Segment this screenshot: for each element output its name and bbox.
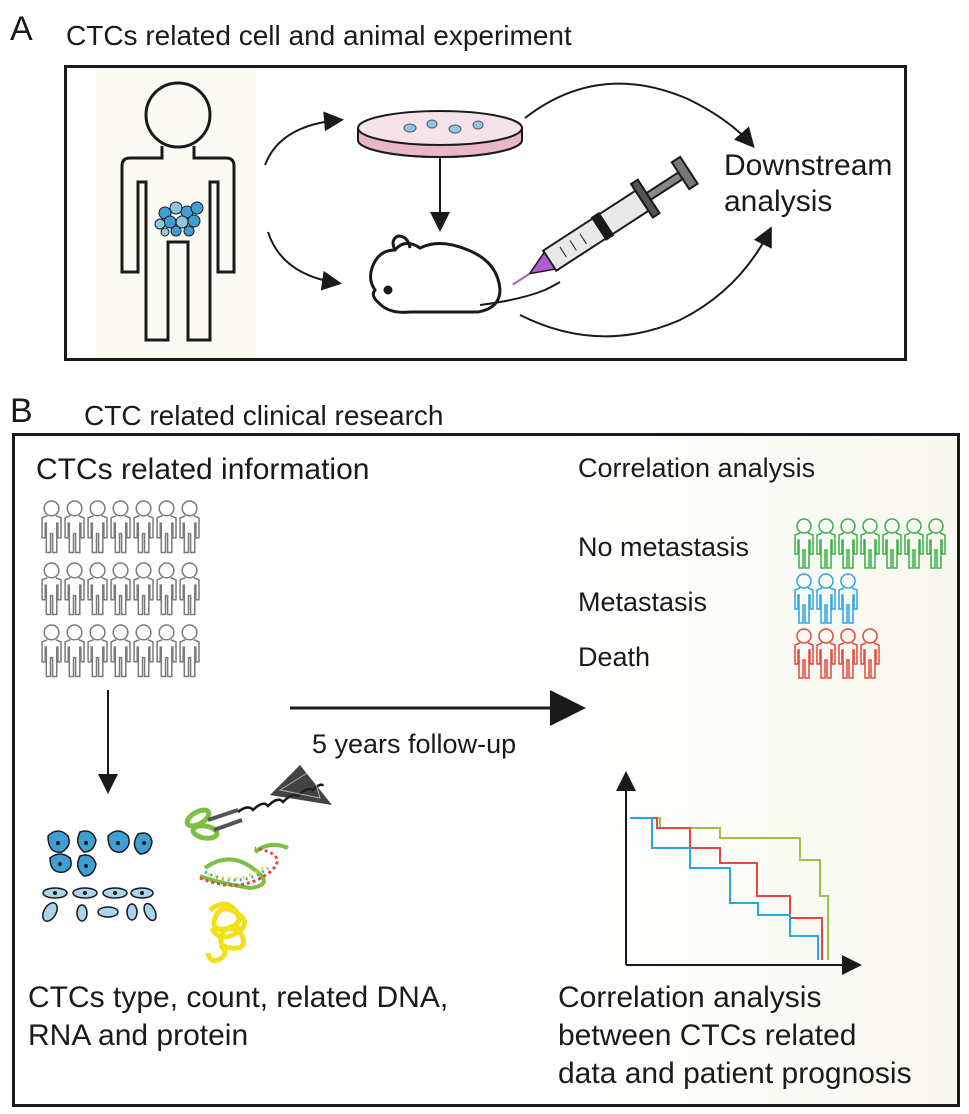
mouse-icon [369, 234, 561, 314]
person-icon [41, 500, 62, 554]
person-icon [838, 628, 858, 679]
person-icon [110, 624, 131, 678]
syringe-icon [512, 155, 699, 286]
person-icon [838, 573, 858, 624]
person-icon [133, 500, 154, 554]
ctc-cells-icon [42, 830, 157, 922]
human-figure-icon [120, 81, 236, 342]
person-icon [41, 562, 62, 616]
person-icon [87, 624, 108, 678]
correlation-heading: Correlation analysis [578, 453, 816, 483]
survival-curve-red [630, 817, 823, 960]
arrow-mouse-to-downstream [519, 226, 772, 338]
person-icon [816, 518, 836, 569]
person-icon [816, 628, 836, 679]
arrow-dish-to-downstream [524, 82, 755, 149]
person-icon [156, 500, 177, 554]
downstream-label-line2: analysis [724, 185, 833, 218]
group-label-metastasis: Metastasis [578, 587, 708, 617]
person-icon [816, 573, 836, 624]
person-icon [110, 500, 131, 554]
rna-helix-icon [199, 842, 289, 891]
right-caption-line3: data and patient prognosis [558, 1057, 912, 1090]
person-icon [64, 624, 85, 678]
panel-b-letter: B [10, 392, 33, 430]
scissors-icon [184, 807, 243, 841]
protein-icon [205, 901, 247, 963]
panel-a-frame [64, 65, 907, 361]
right-caption-line1: Correlation analysis [558, 981, 822, 1014]
group-label-death: Death [578, 642, 651, 672]
person-icon [64, 562, 85, 616]
person-icon [110, 562, 131, 616]
no-metastasis-people-icon [794, 518, 946, 569]
person-icon [156, 562, 177, 616]
person-icon [794, 573, 814, 624]
group-label-no-metastasis: No metastasis [578, 532, 750, 562]
person-icon [838, 518, 858, 569]
survival-curve-green [630, 817, 829, 960]
person-icon [904, 518, 924, 569]
downstream-label-line1: Downstream [724, 149, 893, 182]
person-icon [87, 500, 108, 554]
person-icon [64, 500, 85, 554]
person-icon [794, 518, 814, 569]
panel-b-title: CTC related clinical research [84, 400, 444, 431]
person-icon [133, 562, 154, 616]
left-caption-line2: RNA and protein [28, 1019, 249, 1052]
left-caption-line1: CTCs type, count, related DNA, [28, 981, 449, 1014]
person-icon [860, 628, 880, 679]
tumor-cells-icon [154, 201, 204, 237]
person-icon [133, 624, 154, 678]
panel-a-title: CTCs related cell and animal experiment [66, 20, 572, 51]
patient-group-icon [41, 500, 200, 678]
ctc-info-heading: CTCs related information [36, 453, 370, 486]
person-icon [41, 624, 62, 678]
person-icon [179, 624, 200, 678]
person-icon [794, 628, 814, 679]
right-caption-line2: between CTCs related [558, 1019, 857, 1052]
followup-label: 5 years follow-up [312, 729, 517, 759]
panel-b-frame [12, 433, 960, 1107]
metastasis-people-icon [794, 573, 858, 624]
person-icon [179, 500, 200, 554]
panel-a-letter: A [10, 10, 33, 48]
dna-coil-icon [237, 765, 332, 813]
panel-b-tint [560, 436, 957, 1104]
arrow-human-to-mouse [267, 231, 342, 291]
survival-curve-blue [630, 817, 819, 960]
survival-chart [616, 771, 862, 975]
arrow-human-to-dish [264, 111, 344, 166]
person-icon [87, 562, 108, 616]
person-icon [156, 624, 177, 678]
person-icon [860, 518, 880, 569]
person-icon [882, 518, 902, 569]
petri-dish-icon [357, 110, 523, 158]
death-people-icon [794, 628, 880, 679]
person-icon [926, 518, 946, 569]
person-icon [179, 562, 200, 616]
